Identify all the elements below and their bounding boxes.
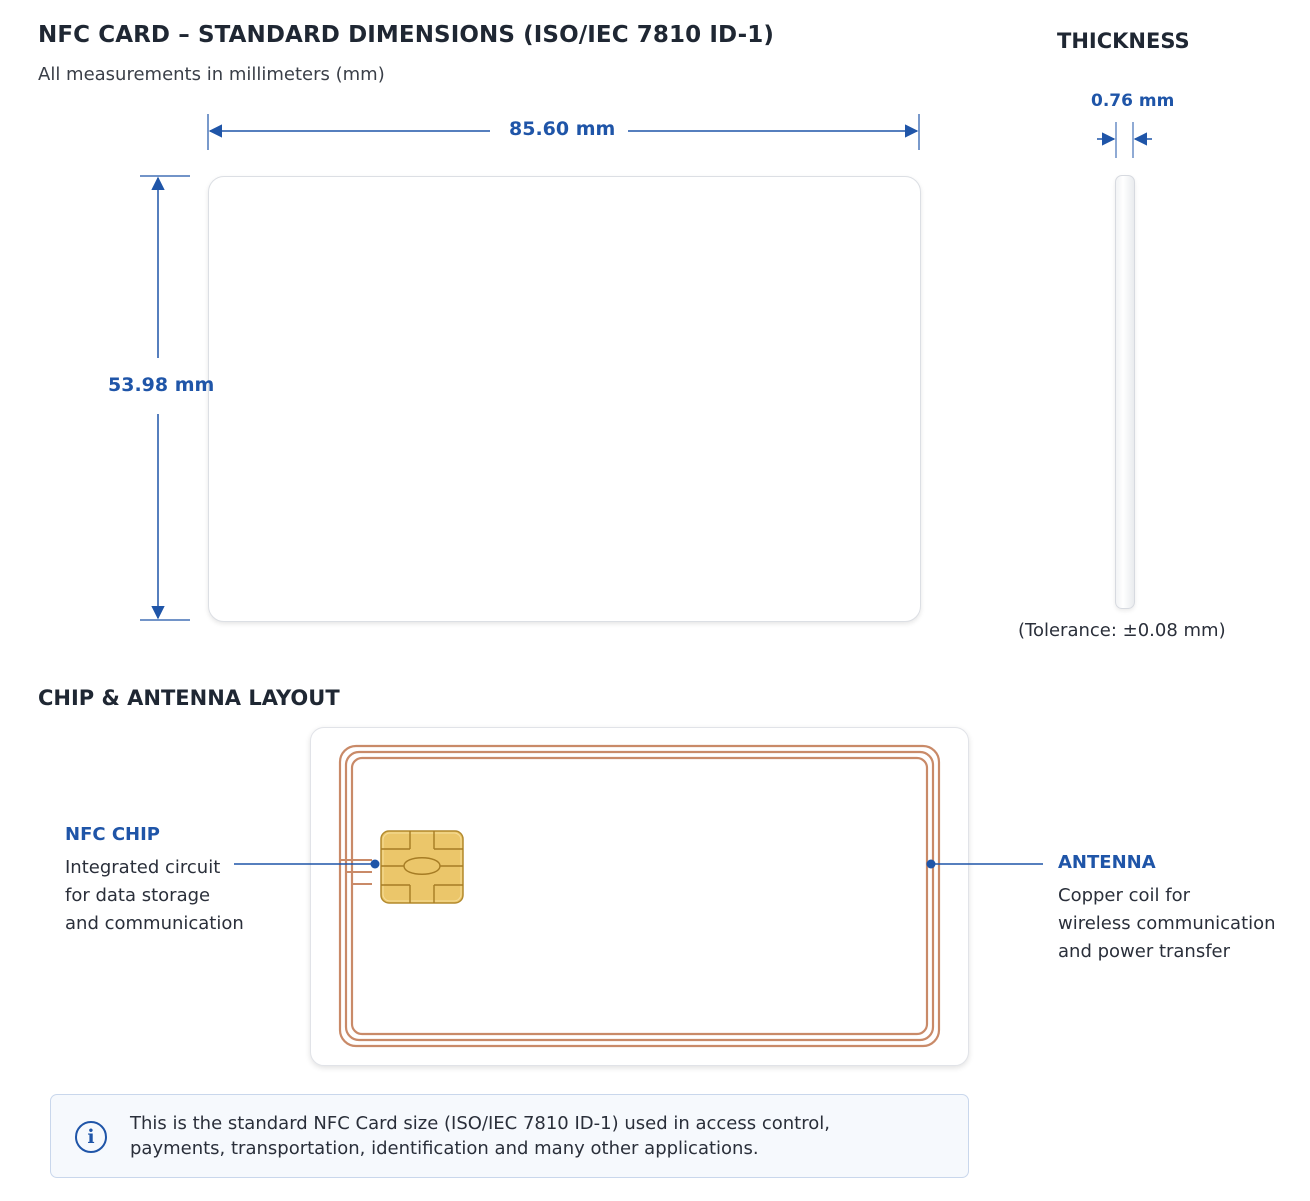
info-text: This is the standard NFC Card size (ISO/… (130, 1113, 830, 1159)
chip-description: Integrated circuit for data storage and … (65, 854, 244, 938)
chip-icon (380, 830, 464, 904)
antenna-desc-line: Copper coil for (1058, 885, 1191, 906)
thickness-title: THICKNESS (1057, 29, 1190, 53)
antenna-description: Copper coil for wireless communication a… (1058, 882, 1276, 966)
width-dimension-line (207, 114, 920, 150)
card-side-edge (1115, 175, 1135, 609)
antenna-desc-line: and power transfer (1058, 941, 1231, 962)
chip-desc-line: for data storage (65, 885, 211, 906)
card-front-outline (208, 176, 921, 622)
thickness-label: 0.76 mm (1091, 91, 1175, 111)
layout-title: CHIP & ANTENNA LAYOUT (38, 686, 340, 710)
info-icon: i (75, 1121, 107, 1153)
width-label: 85.60 mm (509, 118, 616, 140)
antenna-coil (338, 744, 941, 1048)
height-dimension-line (140, 175, 190, 621)
antenna-lead (340, 859, 372, 885)
height-label: 53.98 mm (108, 374, 215, 396)
thickness-tolerance: (Tolerance: ±0.08 mm) (1018, 620, 1226, 641)
thickness-dimension-line (1097, 122, 1152, 158)
antenna-desc-line: wireless communication (1058, 913, 1276, 934)
antenna-leader (926, 859, 1043, 869)
page-title: NFC CARD – STANDARD DIMENSIONS (ISO/IEC … (38, 22, 774, 48)
chip-desc-line: and communication (65, 913, 244, 934)
info-note: i This is the standard NFC Card size (IS… (50, 1094, 969, 1178)
chip-leader (234, 859, 380, 869)
chip-desc-line: Integrated circuit (65, 857, 221, 878)
chip-heading: NFC CHIP (65, 824, 161, 845)
page-subtitle: All measurements in millimeters (mm) (38, 64, 385, 85)
antenna-heading: ANTENNA (1058, 852, 1156, 873)
